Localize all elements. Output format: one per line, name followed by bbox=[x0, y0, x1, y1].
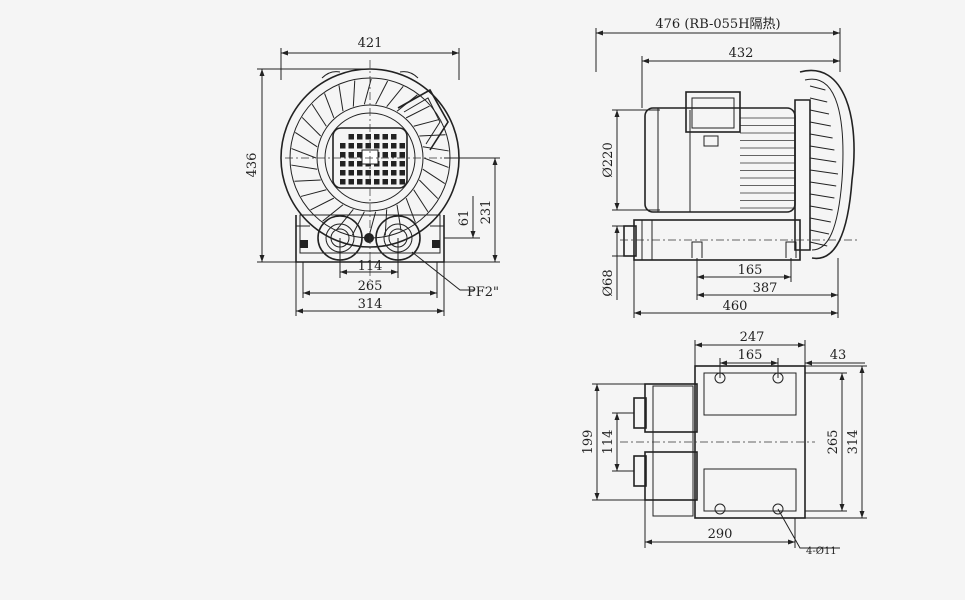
port-thread-label: PF2" bbox=[467, 285, 499, 300]
dim-shaft-offset: 61 bbox=[457, 210, 472, 227]
dim-port-spacing: 114 bbox=[358, 259, 383, 274]
dim-side-offset: 43 bbox=[830, 348, 847, 363]
dim-front-height: 436 bbox=[245, 153, 260, 178]
dim-overall-length: 476 (RB-055H隔热) bbox=[655, 17, 780, 32]
dim-base-outer-width: 247 bbox=[740, 330, 765, 345]
side-view: 476 (RB-055H隔热) 432 Ø220 Ø68 165 387 460 bbox=[595, 17, 860, 318]
dim-bottom-length: 290 bbox=[708, 527, 733, 542]
dim-base-port-spacing: 114 bbox=[601, 430, 616, 455]
dim-outer-length: 314 bbox=[846, 430, 861, 455]
dim-motor-diameter: Ø220 bbox=[601, 142, 616, 177]
motor-body bbox=[644, 69, 855, 260]
dim-base-outer: 314 bbox=[358, 297, 383, 312]
side-base bbox=[620, 219, 860, 261]
dim-port-diameter: Ø68 bbox=[601, 269, 616, 296]
dim-foot-spacing: 165 bbox=[738, 263, 763, 278]
dim-base-length: 460 bbox=[723, 299, 748, 314]
base-view: 247 165 43 199 114 265 314 290 4-Ø11 bbox=[581, 330, 867, 557]
base-plate bbox=[620, 365, 815, 519]
dim-front-width: 421 bbox=[358, 36, 383, 51]
dim-hole-spacing: 165 bbox=[738, 348, 763, 363]
dim-inner-length: 265 bbox=[826, 430, 841, 455]
dim-port-to-foot: 387 bbox=[753, 281, 778, 296]
front-view: 421 436 231 61 114 265 314 PF2" bbox=[245, 36, 500, 316]
dim-base-inner: 265 bbox=[358, 279, 383, 294]
mount-holes-label: 4-Ø11 bbox=[806, 546, 837, 557]
dim-port-outer: 199 bbox=[581, 430, 596, 455]
dim-body-length: 432 bbox=[729, 46, 754, 61]
dim-center-height: 231 bbox=[479, 200, 494, 225]
